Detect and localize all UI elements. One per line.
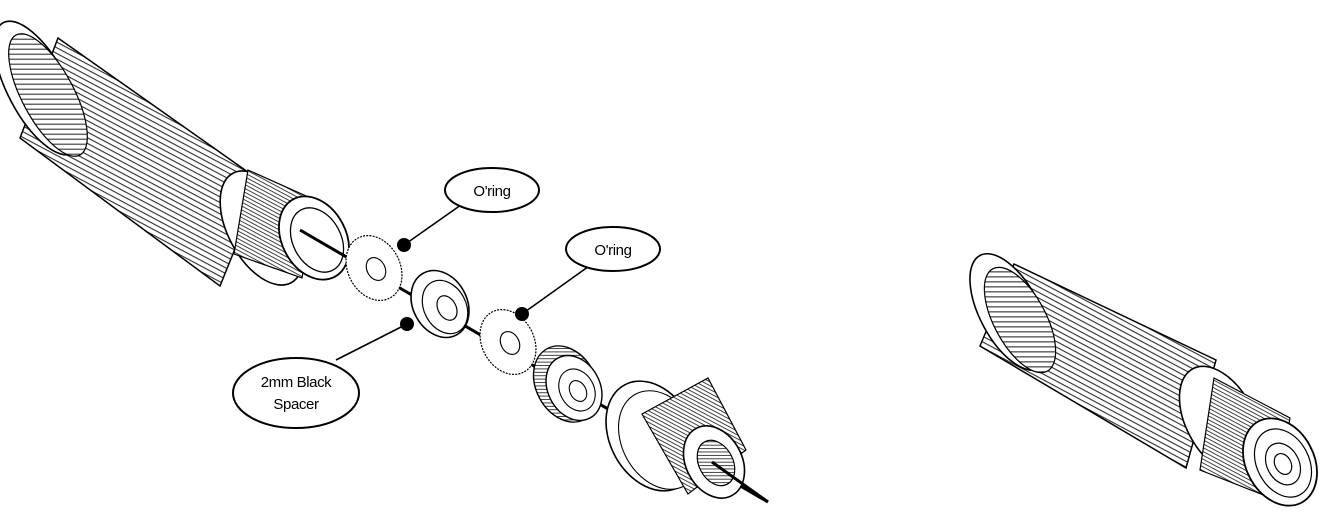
callout-spacer-line1: 2mm Black <box>261 374 332 391</box>
oring-1 <box>345 234 403 302</box>
seal-bushing <box>532 345 603 423</box>
callout-oring-lower: O'ring <box>515 226 661 321</box>
bottom-cap <box>605 377 747 499</box>
exploded-view: O'ring O'ring 2mm Black Spacer <box>0 20 769 504</box>
black-spacer <box>410 269 470 339</box>
callout-oring-upper: O'ring <box>397 167 540 252</box>
callout-oring-lower-label: O'ring <box>594 242 631 259</box>
callout-spacer-line2: Spacer <box>273 396 319 413</box>
oring-2 <box>479 308 537 376</box>
assembled-view <box>969 252 1318 507</box>
callout-oring-upper-label: O'ring <box>473 183 510 200</box>
callout-spacer: 2mm Black Spacer <box>232 317 414 429</box>
shock-body <box>0 20 350 288</box>
